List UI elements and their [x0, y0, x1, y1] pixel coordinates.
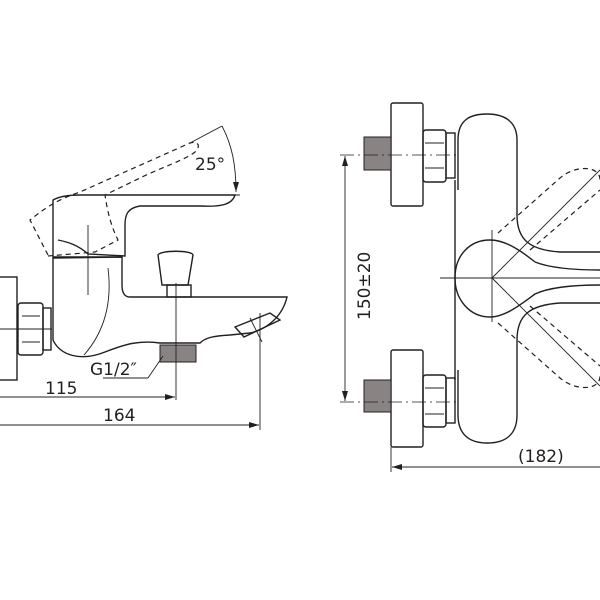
bottom-flange [390, 349, 424, 448]
top-inlet-thread [363, 136, 392, 171]
bottom-nut [422, 374, 456, 428]
dim-115: 115 [45, 379, 77, 399]
outlet-thread [159, 344, 197, 363]
thread-size-label: G1/2″ [90, 360, 137, 380]
top-flange [390, 102, 424, 207]
front-view: 150±20 (182) [340, 102, 600, 472]
spout-aerator [233, 312, 282, 338]
angle-label: 25° [195, 155, 225, 175]
body-outline [457, 113, 600, 444]
lever-rotated-down [497, 305, 600, 389]
handle [52, 194, 236, 258]
lever-hub [454, 239, 600, 318]
mixer-body [52, 256, 288, 358]
side-view: 25° G1/2″ 115 164 [0, 125, 288, 430]
dim-182: (182) [518, 447, 564, 467]
diverter-knob [157, 250, 194, 286]
handle-raised-position [29, 141, 199, 257]
lever-rotated-up [497, 167, 600, 251]
dim-164: 164 [103, 406, 135, 426]
wall-flange [0, 276, 18, 381]
dim-150: 150±20 [355, 252, 375, 320]
top-nut [422, 129, 456, 183]
bottom-inlet-thread [363, 379, 392, 413]
